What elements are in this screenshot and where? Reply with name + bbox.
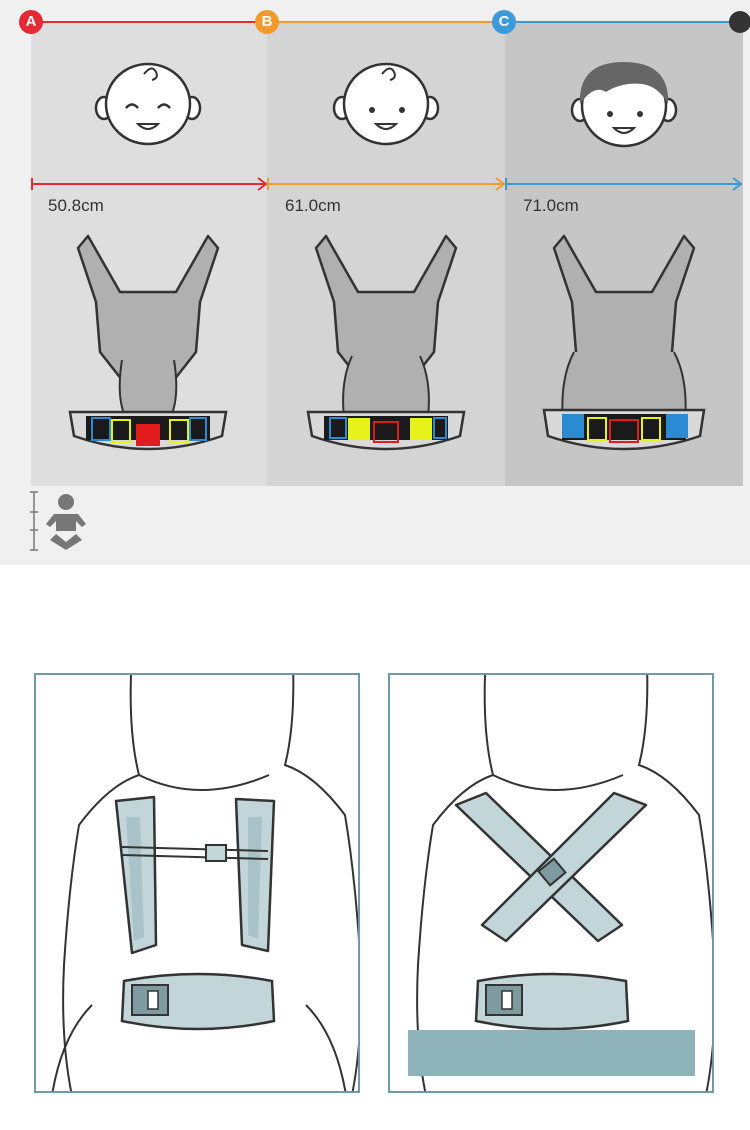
carrier-stage-a-illustration (68, 234, 228, 451)
stage-c-badge: C (492, 10, 516, 34)
crossed-straps-illustration (416, 675, 712, 1091)
stage-c-measurement: 71.0cm (523, 196, 579, 215)
stage-a-badge: A (19, 10, 43, 34)
carrier-stage-b-illustration (306, 234, 466, 451)
measure-arrow-a (31, 177, 268, 191)
size-chart-graphics (30, 11, 750, 551)
baby-height-icon (30, 491, 86, 551)
timeline-end-dot (729, 11, 750, 33)
parallel-straps-illustration (51, 675, 358, 1091)
stage-b-badge: B (255, 10, 279, 34)
measure-arrow-b (267, 177, 506, 191)
toddler-face-icon (570, 62, 678, 148)
cover-bar (408, 1030, 695, 1076)
back-carry-straight-straps-panel (34, 673, 360, 1093)
stage-b-measurement: 61.0cm (285, 196, 341, 215)
carrier-stage-c-illustration (542, 234, 706, 451)
size-chart: A B C 50.8cm 61.0cm 71.0cm (0, 0, 750, 565)
baby-face-icon (94, 62, 202, 146)
stage-a-measurement: 50.8cm (48, 196, 104, 215)
back-carry-crossed-straps-panel (388, 673, 714, 1093)
measure-arrow-c (505, 177, 743, 191)
baby-face-icon (332, 62, 440, 146)
